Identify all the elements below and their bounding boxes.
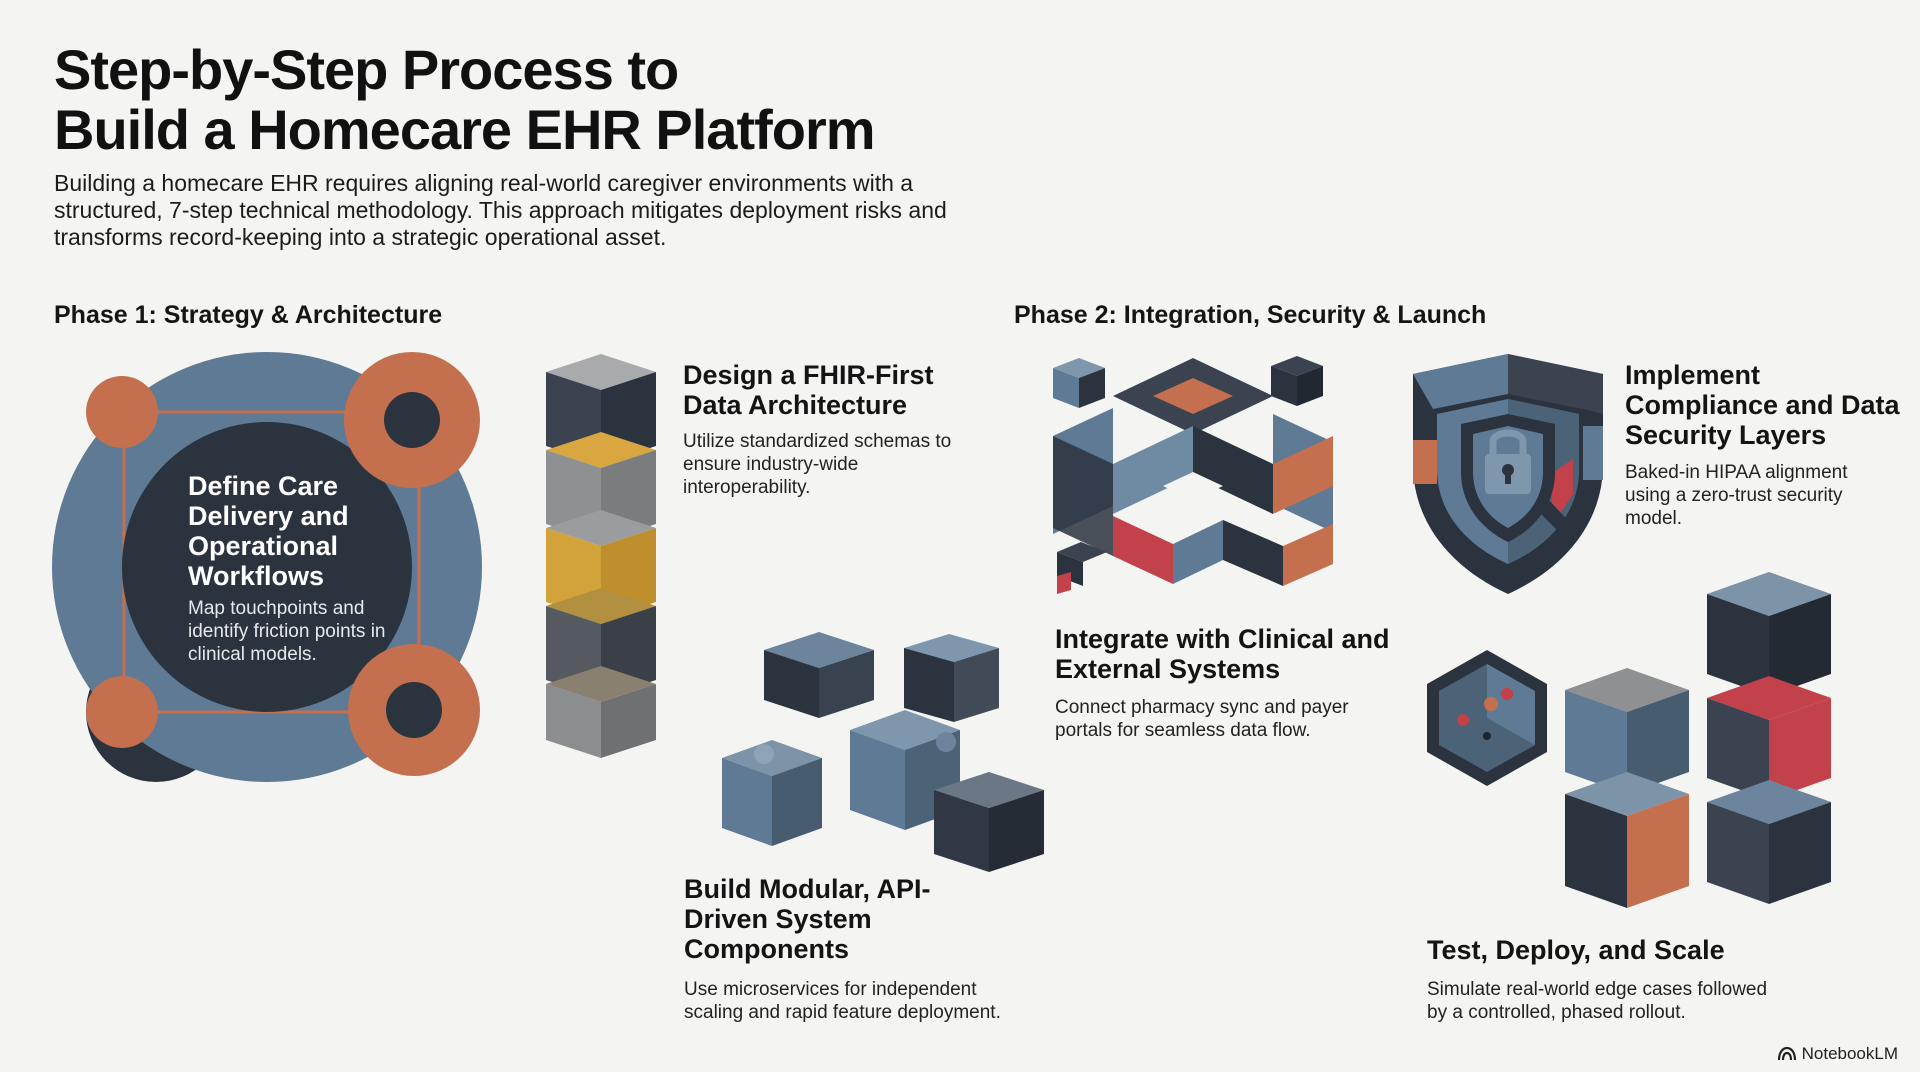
step-1-desc: Map touchpoints and identify friction po… xyxy=(188,598,386,665)
phase-1-label: Phase 1: Strategy & Architecture xyxy=(54,301,443,329)
deploy-scale-icon xyxy=(1427,572,1831,908)
step-2-title: Design a FHIR-First Data Architecture xyxy=(683,360,934,420)
step-5-desc: Baked-in HIPAA alignment using a zero-tr… xyxy=(1625,462,1848,529)
step-2-desc: Utilize standardized schemas to ensure i… xyxy=(683,431,952,498)
workflow-circle-icon xyxy=(52,352,482,782)
step-6-title: Test, Deploy, and Scale xyxy=(1427,935,1725,965)
title-line-1: Step-by-Step Process to xyxy=(54,38,679,101)
step-3-desc: Use microservices for independent scalin… xyxy=(684,979,1001,1023)
step-4-title: Integrate with Clinical and External Sys… xyxy=(1055,624,1390,684)
step-6-desc: Simulate real-world edge cases followed … xyxy=(1427,979,1768,1023)
puzzle-cubes-icon xyxy=(722,632,1044,872)
step-4-desc: Connect pharmacy sync and payer portals … xyxy=(1055,697,1349,741)
phase-2-label: Phase 2: Integration, Security & Launch xyxy=(1014,301,1487,329)
security-shield-icon xyxy=(1413,354,1603,594)
title-line-2: Build a Homecare EHR Platform xyxy=(54,98,876,161)
block-stack-icon xyxy=(546,354,656,758)
step-1-title: Define Care Delivery and Operational Wor… xyxy=(188,471,349,591)
brand-name: NotebookLM xyxy=(1801,1044,1898,1063)
notebooklm-logo-icon xyxy=(1777,1046,1796,1061)
intro-paragraph: Building a homecare EHR requires alignin… xyxy=(54,170,947,250)
brand-watermark: NotebookLM xyxy=(1777,1044,1898,1064)
step-3-title: Build Modular, API-Driven System Compone… xyxy=(684,874,931,964)
integration-grid-icon xyxy=(1053,356,1333,594)
page-title: Step-by-Step Process to Build a Homecare… xyxy=(54,40,1054,160)
step-5-title: Implement Compliance and Data Security L… xyxy=(1625,360,1900,450)
